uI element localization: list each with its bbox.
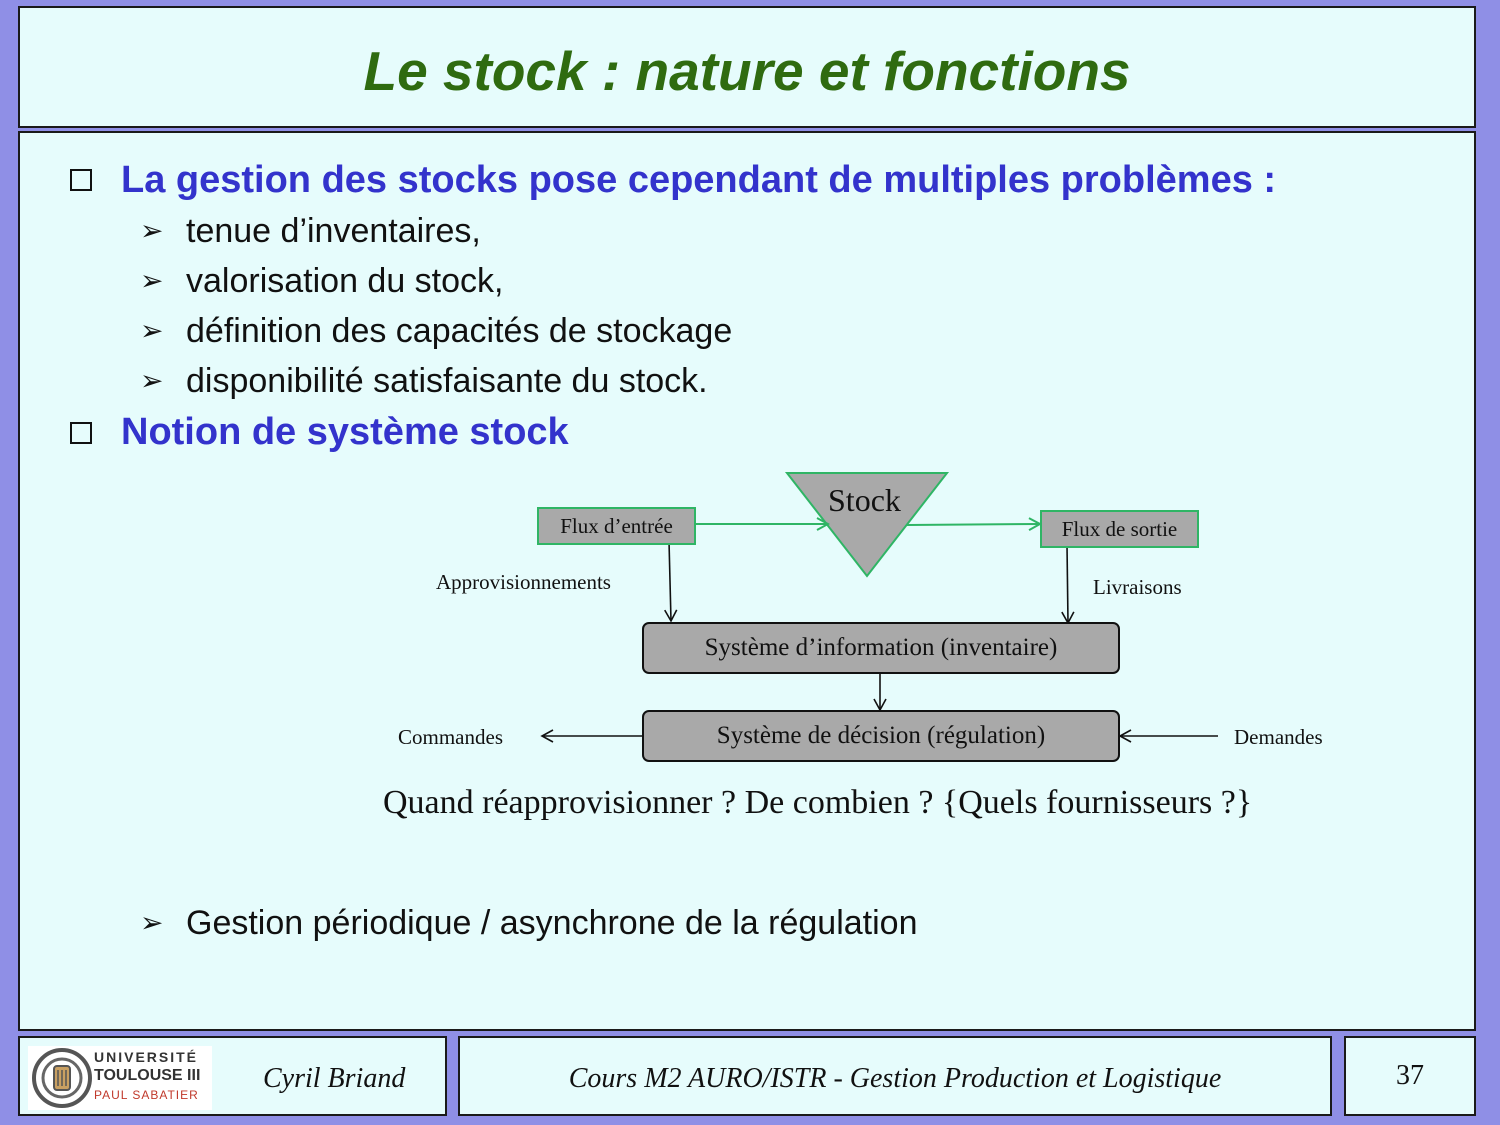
sub-item: disponibilité satisfaisante du stock.: [186, 362, 708, 400]
content-panel: La gestion des stocks pose cependant de …: [18, 131, 1476, 1031]
sub-item: tenue d’inventaires,: [186, 212, 481, 250]
square-bullet-icon: [70, 169, 92, 191]
sub-item: définition des capacités de stockage: [186, 312, 733, 350]
bullet-heading-system: Notion de système stock: [121, 411, 569, 453]
demandes-label: Demandes: [1234, 725, 1323, 749]
stock-label: Stock: [828, 482, 901, 518]
footer-author-box: UNIVERSITÉ TOULOUSE III PAUL SABATIER Cy…: [18, 1036, 447, 1116]
university-line1: UNIVERSITÉ: [94, 1049, 199, 1065]
slide-title: Le stock : nature et fonctions: [363, 40, 1131, 102]
arrow-bullet-icon: ➢: [140, 907, 164, 938]
flux-entree-box: Flux d’entrée: [537, 507, 696, 545]
arrow-bullet-icon: ➢: [140, 215, 164, 246]
systeme-decision-box: Système de décision (régulation): [642, 710, 1120, 762]
university-seal-icon: [32, 1048, 92, 1108]
square-bullet-icon: [70, 422, 92, 444]
arrow-bullet-icon: ➢: [140, 265, 164, 296]
university-logo: UNIVERSITÉ TOULOUSE III PAUL SABATIER: [28, 1046, 212, 1110]
livraisons-arrow: [1061, 544, 1075, 625]
systeme-information-box: Système d’information (inventaire): [642, 622, 1120, 674]
arrow-bullet-icon: ➢: [140, 365, 164, 396]
footer-course: Cours M2 AURO/ISTR - Gestion Production …: [568, 1063, 1222, 1094]
systeme-decision-label: Système de décision (régulation): [716, 722, 1046, 749]
footer-page-box: 37: [1344, 1036, 1476, 1116]
approvisionnements-label: Approvisionnements: [436, 570, 611, 594]
flux-sortie-arrow: [906, 524, 1040, 525]
commandes-label: Commandes: [398, 725, 503, 749]
bullet-heading-problems: La gestion des stocks pose cependant de …: [121, 159, 1277, 201]
approvisionnements-arrow: [664, 540, 678, 623]
flux-entree-label: Flux d’entrée: [560, 513, 673, 538]
footer-author: Cyril Briand: [263, 1063, 406, 1094]
livraisons-label: Livraisons: [1093, 575, 1182, 599]
flux-sortie-label: Flux de sortie: [1061, 516, 1178, 541]
systeme-information-label: Système d’information (inventaire): [704, 634, 1058, 661]
university-line3: PAUL SABATIER: [94, 1088, 199, 1102]
sub-item: valorisation du stock,: [186, 262, 504, 300]
university-line2: TOULOUSE III: [94, 1067, 201, 1084]
reapprovisionnement-question: Quand réapprovisionner ? De combien ? {Q…: [383, 784, 1253, 821]
title-panel: Le stock : nature et fonctions: [18, 6, 1476, 128]
stock-system-diagram: [664, 472, 1075, 625]
sub-item-gestion: Gestion périodique / asynchrone de la ré…: [186, 904, 918, 942]
flux-sortie-box: Flux de sortie: [1040, 510, 1199, 548]
page-number: 37: [1396, 1060, 1424, 1091]
footer-course-box: Cours M2 AURO/ISTR - Gestion Production …: [458, 1036, 1332, 1116]
arrow-bullet-icon: ➢: [140, 315, 164, 346]
